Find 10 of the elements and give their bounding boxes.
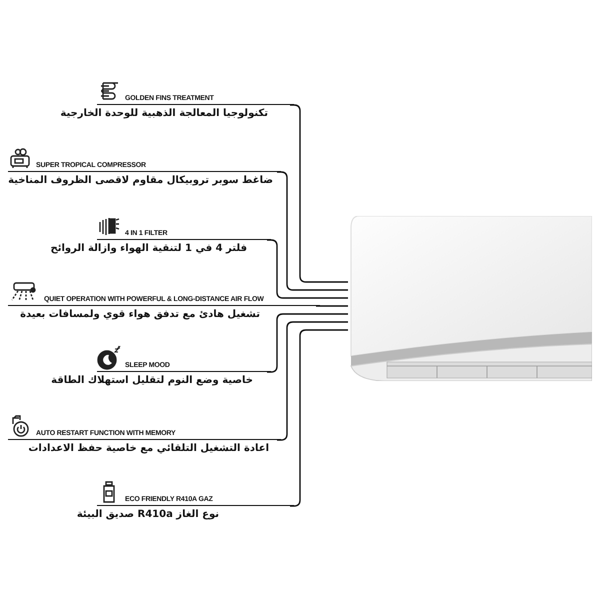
feature-description: نوع الغاز R410a صديق البيئة [76, 508, 219, 522]
feature-description: ضاغط سوبر تروبيكال مقاوم لاقصى الظروف المناخية [8, 174, 273, 188]
leader-line [267, 313, 348, 373]
leader-line [267, 239, 348, 299]
feature-description: تكنولوجيا المعالجة الذهبية للوحدة الخارجية [60, 107, 268, 122]
feature-description: اعادة التشغيل التلقائي مع خاصية حفظ الاعدادات [28, 442, 269, 456]
feature-description: خاصية وضع النوم لتقليل استهلاك الطاقة [51, 374, 253, 388]
feature-description: فلتر 4 في 1 لتنقية الهواء وازالة الروائح [50, 242, 247, 256]
feature-description: تشغيل هادئ مع تدفق هواء قوي ولمسافات بعيدة [20, 308, 260, 322]
leader-line [316, 305, 348, 307]
